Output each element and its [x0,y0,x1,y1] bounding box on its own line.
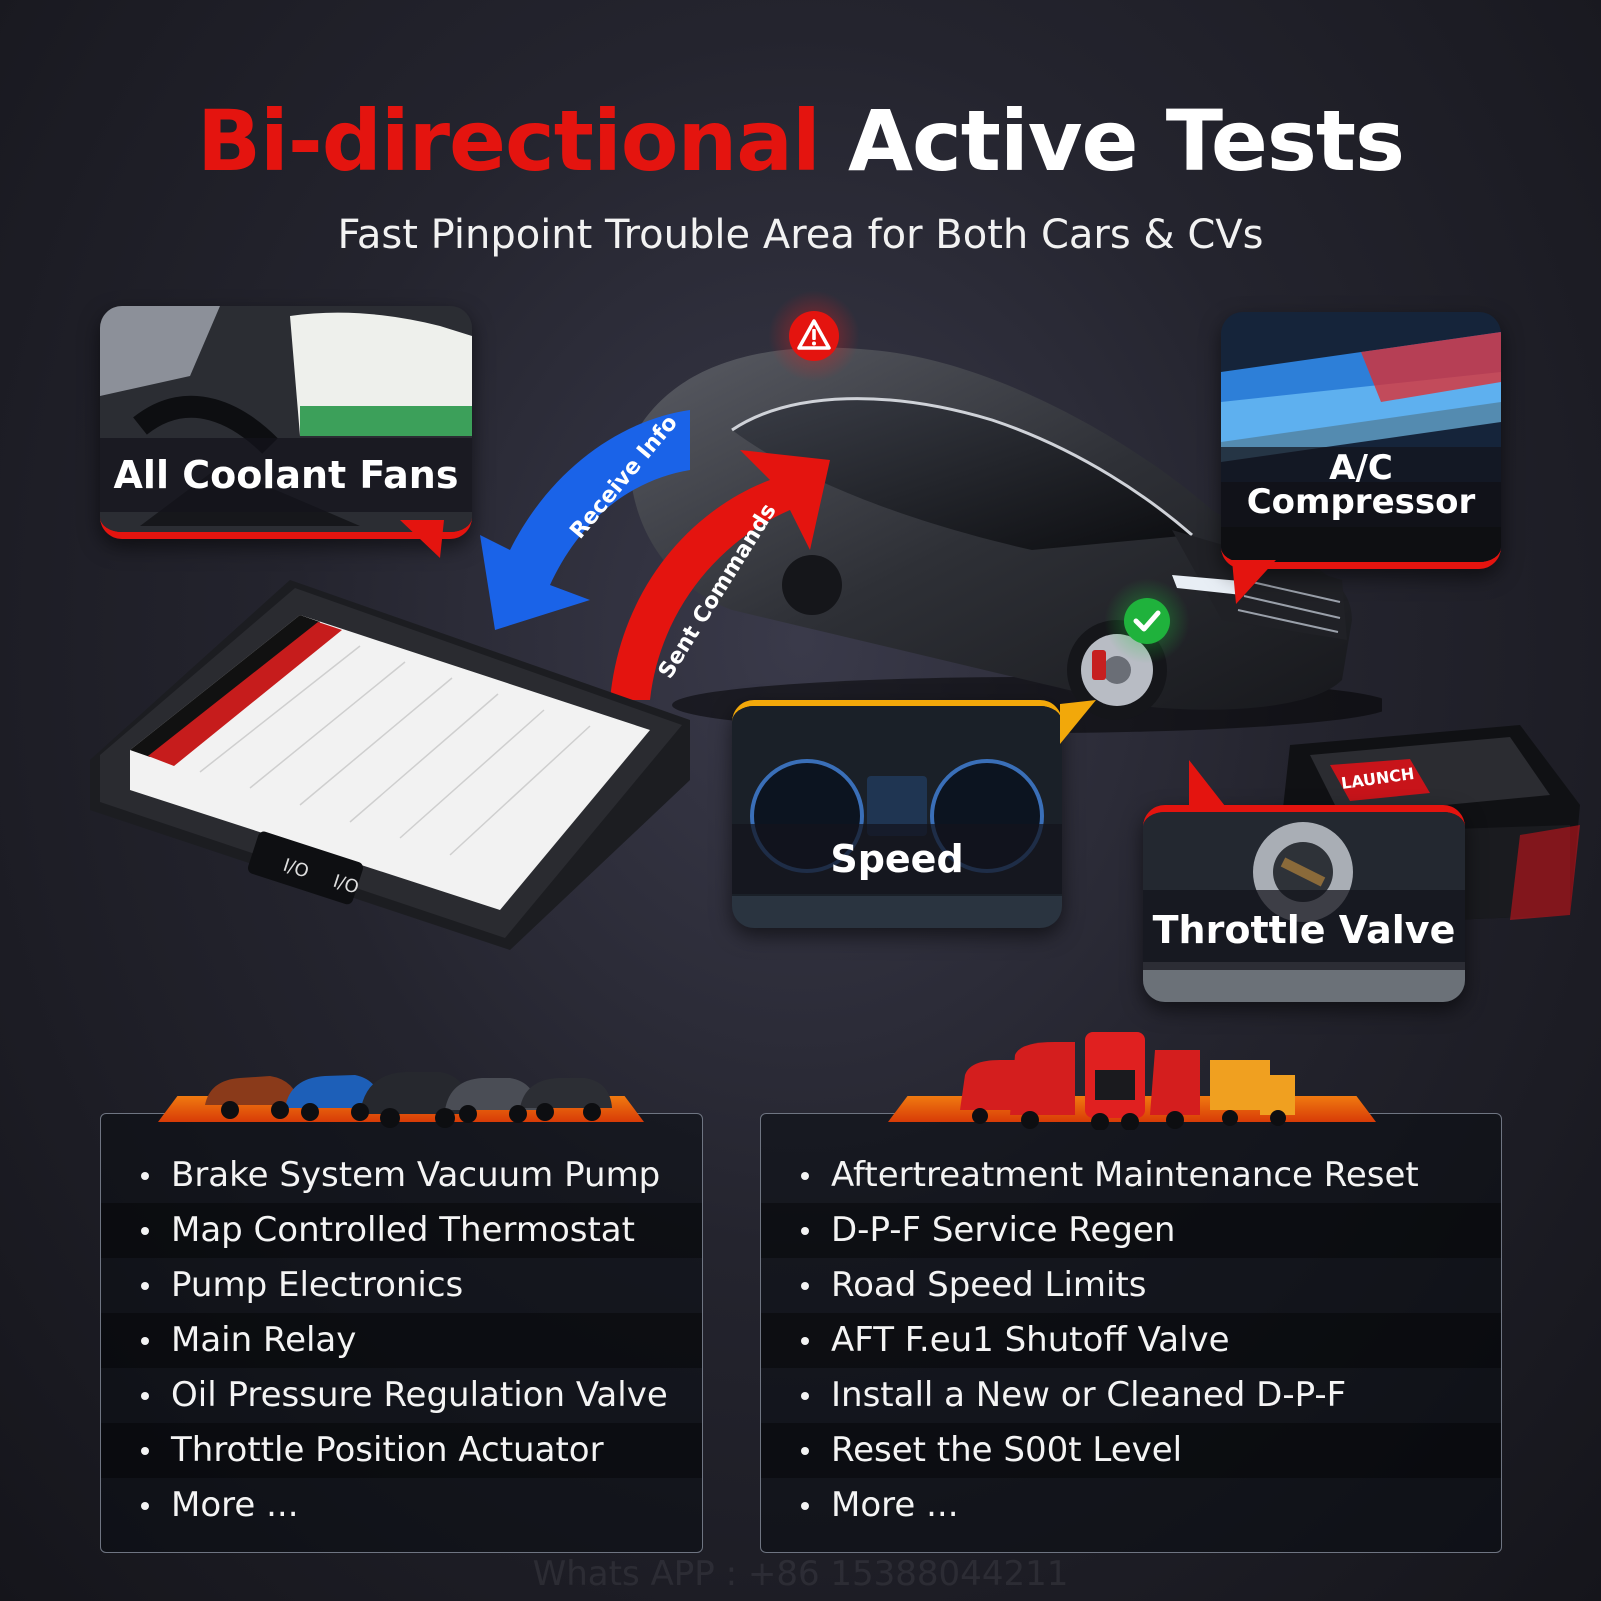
list-item: Pump Electronics [101,1258,702,1313]
cars-group-icon [205,1072,612,1128]
list-item: D-P-F Service Regen [761,1203,1501,1258]
bullet-icon [141,1392,149,1400]
list-item-label: Main Relay [171,1320,357,1360]
check-icon [1104,578,1190,664]
list-item-label: More ... [171,1485,299,1525]
list-item: Road Speed Limits [761,1258,1501,1313]
list-item[interactable]: More ... [761,1478,1501,1533]
list-item-label: Install a New or Cleaned D-P-F [831,1375,1347,1415]
page-title: Bi-directional Active Tests [0,92,1601,190]
trucks-group-icon [960,1032,1295,1130]
speedometer-photo [732,706,1062,928]
list-item-label: Map Controlled Thermostat [171,1210,635,1250]
data-flow-arrows: Receive Info Sent Commands [480,410,830,700]
diagnostic-tablet: I/O I/O [90,580,690,950]
list-item-label: Oil Pressure Regulation Valve [171,1375,668,1415]
bullet-icon [141,1282,149,1290]
list-item: Aftertreatment Maintenance Reset [761,1148,1501,1203]
list-item: Oil Pressure Regulation Valve [101,1368,702,1423]
list-item-label: Pump Electronics [171,1265,464,1305]
bullet-icon [141,1502,149,1510]
warning-icon [768,290,860,382]
list-item: Install a New or Cleaned D-P-F [761,1368,1501,1423]
list-item-label: Brake System Vacuum Pump [171,1155,661,1195]
ac-label-block: A/C Compressor [1221,447,1501,527]
list-item: AFT F.eu1 Shutoff Valve [761,1313,1501,1368]
list-item: Throttle Position Actuator [101,1423,702,1478]
list-item: Brake System Vacuum Pump [101,1148,702,1203]
bullet-icon [801,1337,809,1345]
list-item: Reset the S00t Level [761,1423,1501,1478]
page-subtitle: Fast Pinpoint Trouble Area for Both Cars… [337,212,1264,258]
speed-callout-pointer [1060,700,1096,744]
coolant-callout-pointer [400,520,444,558]
bullet-icon [801,1447,809,1455]
throttle-valve-label: Throttle Valve [1143,890,1465,970]
list-item[interactable]: More ... [101,1478,702,1533]
list-item: Map Controlled Thermostat [101,1203,702,1258]
list-item: Main Relay [101,1313,702,1368]
bullet-icon [141,1227,149,1235]
throttle-callout-pointer [1189,760,1225,806]
list-item-label: D-P-F Service Regen [831,1210,1176,1250]
list-item-label: AFT F.eu1 Shutoff Valve [831,1320,1230,1360]
speed-card: Speed [732,700,1062,928]
list-item-label: Aftertreatment Maintenance Reset [831,1155,1419,1195]
bullet-icon [801,1282,809,1290]
trucks-tests-panel: Aftertreatment Maintenance Reset D-P-F S… [760,1113,1502,1553]
coolant-fans-label: All Coolant Fans [100,438,472,512]
bullet-icon [141,1447,149,1455]
bullet-icon [141,1172,149,1180]
watermark: Whats APP : +86 15388044211 [532,1554,1069,1594]
ac-compressor-card: A/C Compressor [1221,312,1501,569]
list-item-label: More ... [831,1485,959,1525]
throttle-valve-card: Throttle Valve [1143,805,1465,1002]
ac-callout-pointer [1232,560,1276,604]
ac-label-line1: A/C [1329,448,1393,488]
list-item-label: Reset the S00t Level [831,1430,1183,1470]
ac-label-line2: Compressor [1246,482,1476,522]
cars-tests-list: Brake System Vacuum Pump Map Controlled … [101,1148,702,1533]
trucks-tests-list: Aftertreatment Maintenance Reset D-P-F S… [761,1148,1501,1533]
title-rest: Active Tests [848,92,1405,190]
bullet-icon [801,1227,809,1235]
bullet-icon [801,1502,809,1510]
bullet-icon [801,1392,809,1400]
bullet-icon [801,1172,809,1180]
list-item-label: Road Speed Limits [831,1265,1147,1305]
title-highlight: Bi-directional [197,92,821,190]
speed-label: Speed [732,824,1062,894]
cars-tests-panel: Brake System Vacuum Pump Map Controlled … [100,1113,703,1553]
list-item-label: Throttle Position Actuator [171,1430,604,1470]
coolant-fans-card: All Coolant Fans [100,306,472,539]
bullet-icon [141,1337,149,1345]
